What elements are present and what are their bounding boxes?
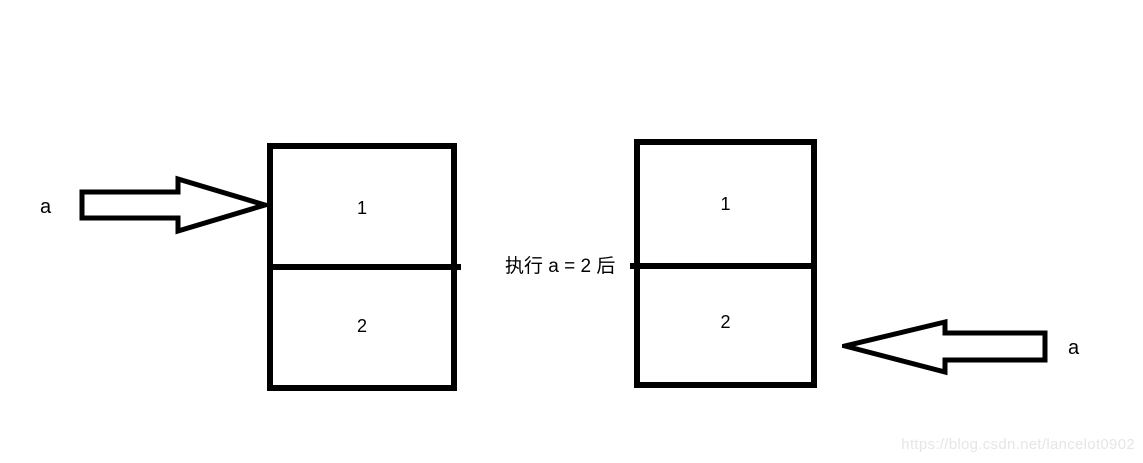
caption-text: 执行 a = 2 后: [505, 256, 616, 277]
cell-divider-line: [267, 264, 461, 270]
pointer-label-a-right: a: [1068, 337, 1080, 359]
cell-divider-line: [630, 263, 817, 269]
watermark-text: https://blog.csdn.net/lancelot0902: [901, 436, 1135, 453]
right-block-arrow-icon: [79, 175, 270, 235]
memory-cell: 2: [720, 312, 731, 333]
memory-cell: 1: [720, 193, 731, 214]
memory-cell: 1: [356, 197, 367, 218]
memory-cell: 2: [356, 315, 367, 336]
left-block-arrow-icon: [842, 318, 1048, 376]
pointer-label-a-left: a: [40, 196, 52, 218]
